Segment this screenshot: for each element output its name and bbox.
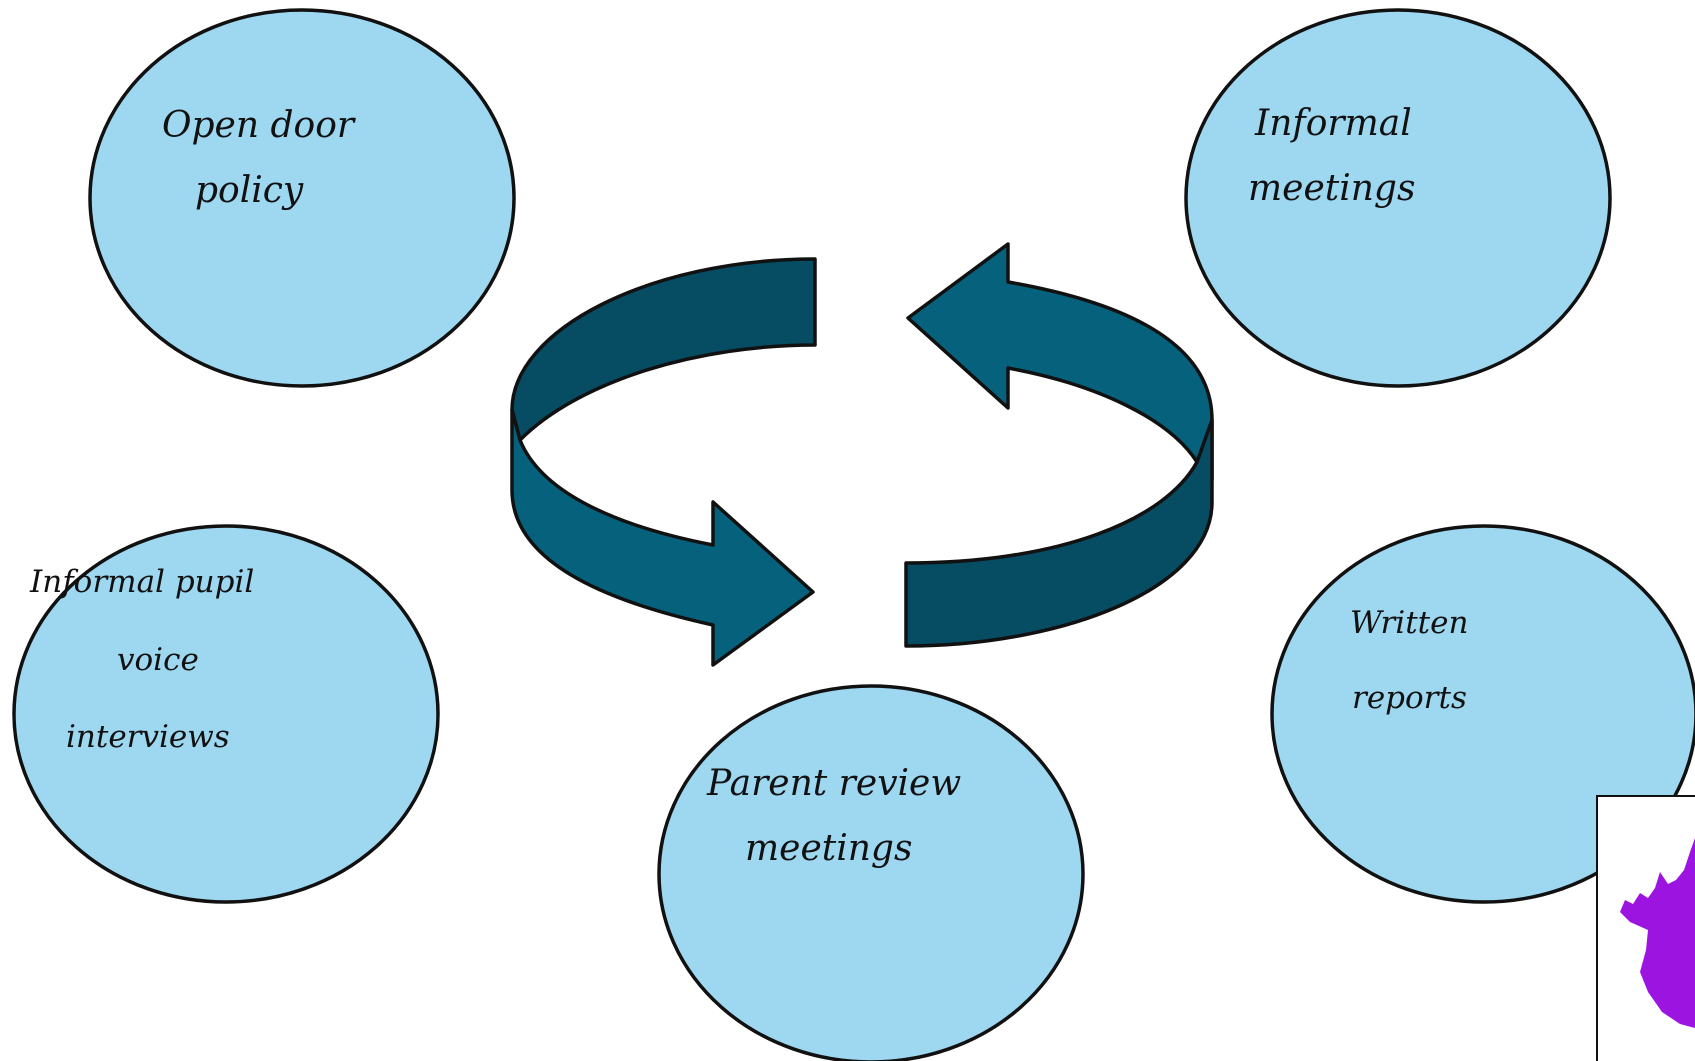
bubble-label-line: Open door xyxy=(162,105,356,146)
bubble-parent-review-meetings: Parent review meetings xyxy=(657,684,1085,1061)
bubble-label-line: policy xyxy=(195,170,304,211)
bubble-shape xyxy=(657,684,1085,1061)
stag-head-logo xyxy=(1596,795,1695,1061)
bubble-label-line: Informal xyxy=(1254,103,1412,144)
bubble-label-line: reports xyxy=(1352,680,1467,716)
bubble-shape xyxy=(1184,8,1612,388)
bubble-label-line: meetings xyxy=(745,828,912,869)
bubble-label-line: Parent review xyxy=(706,763,961,804)
bubble-shape xyxy=(1270,524,1695,904)
bubble-label-line: interviews xyxy=(66,719,230,755)
right-arrow-body xyxy=(906,242,1214,482)
bubble-written-reports: Written reports xyxy=(1270,524,1695,904)
bubble-label-line: meetings xyxy=(1248,168,1415,209)
bubble-informal-meetings: Informal meetings xyxy=(1184,8,1612,388)
bubble-informal-pupil-voice: Informal pupil voice interviews xyxy=(12,524,440,904)
bubble-label-line: voice xyxy=(117,642,199,678)
right-arrow-outer-band xyxy=(904,418,1214,648)
bubble-shape xyxy=(88,8,516,388)
left-arrow-body xyxy=(510,408,815,667)
circular-arrows-icon xyxy=(510,242,1214,667)
bubble-shape xyxy=(12,524,440,904)
left-arrow-inner-band xyxy=(510,257,817,442)
bubble-open-door-policy: Open door policy xyxy=(88,8,516,388)
stag-head-icon xyxy=(1620,838,1695,1028)
bubble-label-line: Informal pupil xyxy=(29,564,254,600)
bubble-label-line: Written xyxy=(1350,605,1468,641)
